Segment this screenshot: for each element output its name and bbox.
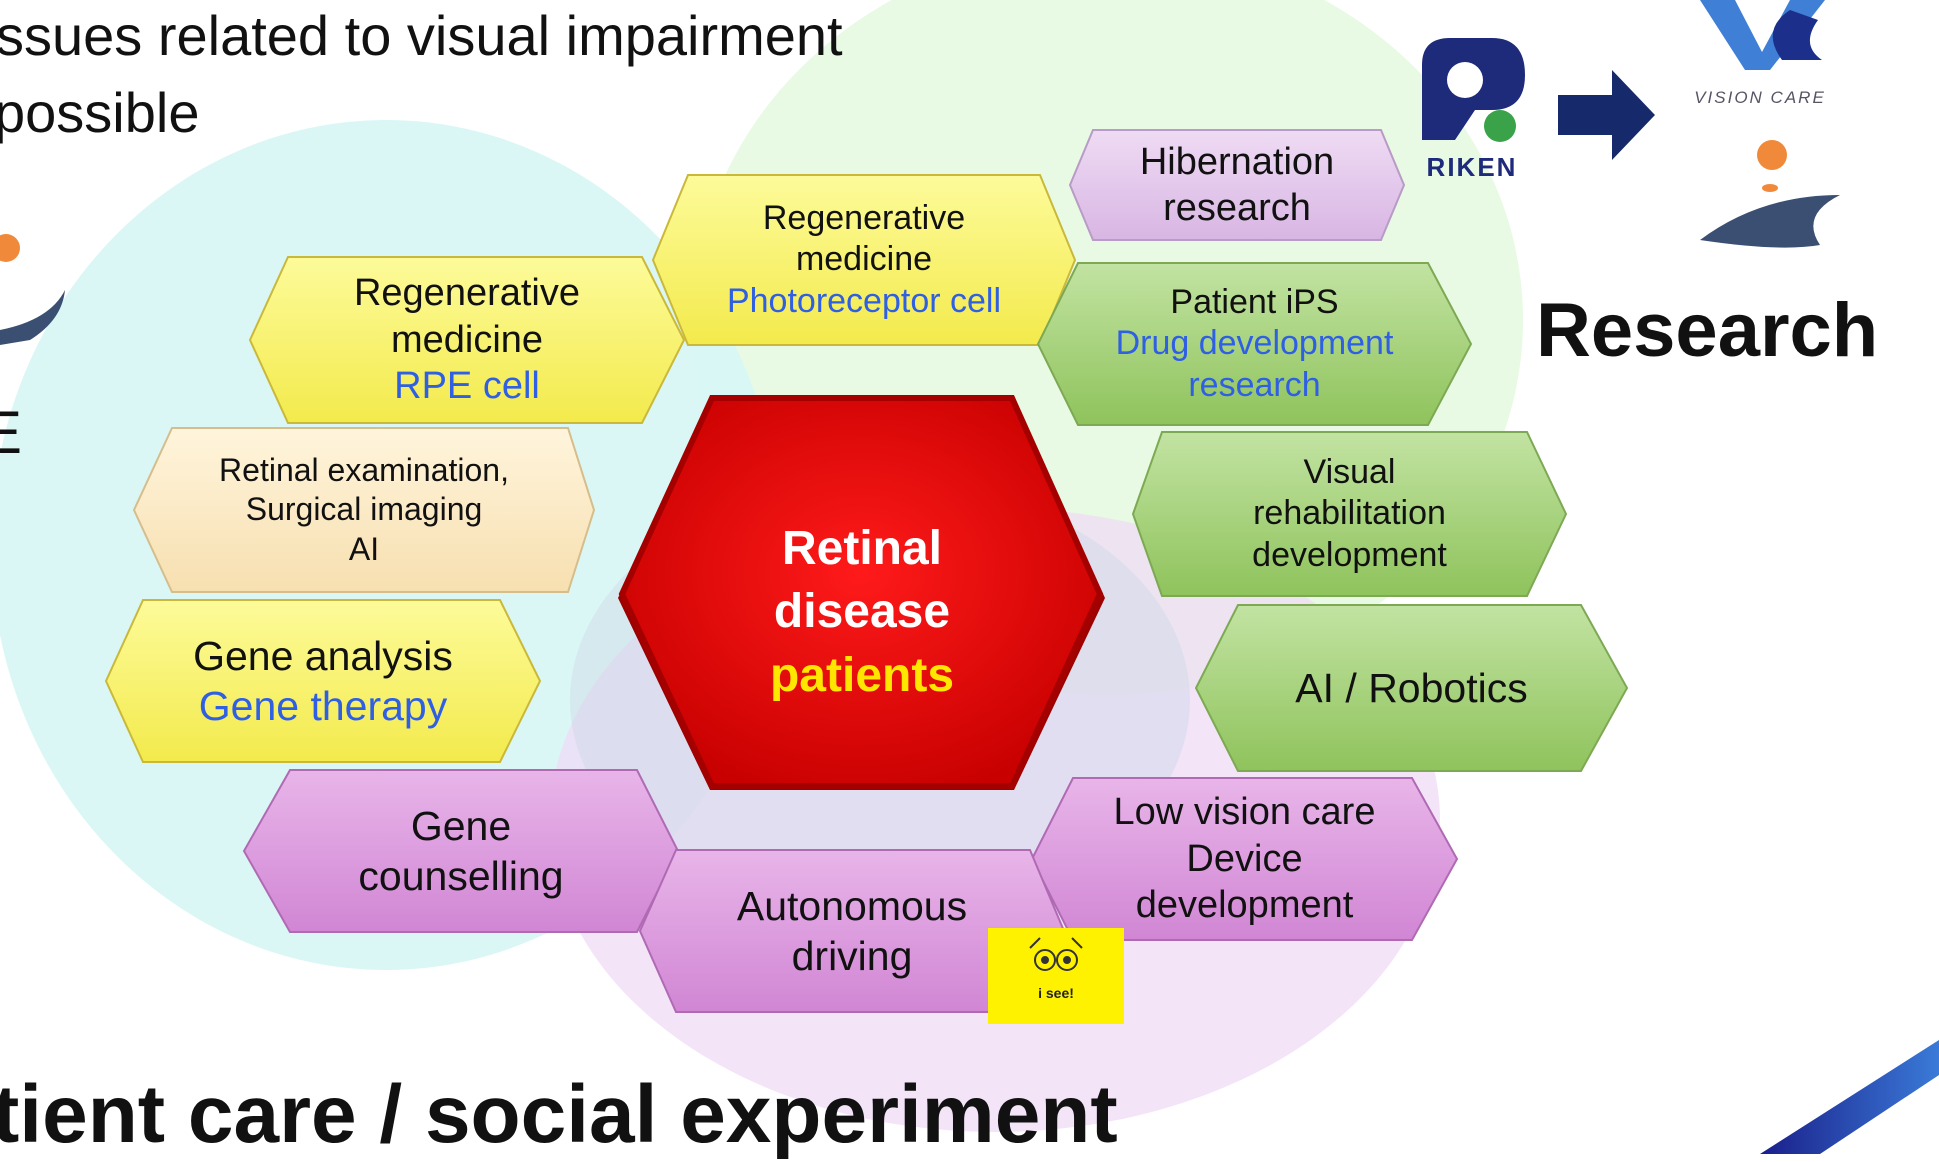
center-line1: Retinal	[781, 521, 943, 575]
riken-logo-dot-icon	[1484, 110, 1516, 142]
low-vision-line3: development	[1135, 884, 1354, 927]
hex-autonomous-text: Autonomous driving	[640, 850, 1064, 1012]
hex-ai-robotics-text: AI / Robotics	[1196, 605, 1627, 771]
hex-visual-rehab	[1131, 431, 1568, 597]
visual-rehab-line3: development	[1252, 535, 1447, 574]
left-fragment-label: E	[0, 399, 23, 466]
center-line2: disease	[773, 585, 951, 639]
riken-logo-text: RIKEN	[1426, 152, 1518, 182]
hex-gene-analysis	[104, 599, 542, 763]
retinal-exam-line1: Retinal examination,	[219, 452, 509, 489]
left-logo-swoosh-icon	[0, 290, 65, 345]
hex-patient-ips-text: Patient iPS Drug development research	[1038, 263, 1471, 425]
hex-ai-robotics	[1194, 604, 1629, 772]
hex-low-vision-text: Low vision care Device development	[1032, 778, 1457, 940]
patient-ips-line3: research	[1188, 365, 1321, 404]
hex-hibernation	[1068, 129, 1406, 241]
regen-photo-line2: medicine	[795, 240, 933, 279]
regen-rpe-line3: RPE cell	[394, 365, 540, 408]
retinal-exam-line3: AI	[348, 530, 380, 567]
visual-rehab-line1: Visual	[1303, 452, 1396, 491]
research-label: Research	[1536, 288, 1879, 373]
center-line3: patients	[769, 648, 955, 702]
regen-photo-line3: Photoreceptor cell	[726, 281, 1002, 320]
regen-rpe-line1: Regenerative	[353, 272, 581, 315]
patient-ips-line1: Patient iPS	[1170, 282, 1339, 321]
vision-care-swoosh-icon	[1700, 195, 1840, 248]
hex-gene-analysis-text: Gene analysis Gene therapy	[106, 600, 540, 762]
isee-badge	[988, 928, 1124, 1024]
vision-care-dot-icon	[1757, 140, 1787, 170]
isee-badge-text: i see!	[1038, 985, 1074, 1001]
low-vision-line1: Low vision care	[1113, 791, 1376, 834]
low-vision-line2: Device	[1186, 837, 1303, 880]
corner-slash-icon	[1760, 1040, 1939, 1154]
hex-regen-rpe-text: Regenerative medicine RPE cell	[250, 257, 684, 423]
header-line-2: possible	[0, 81, 200, 144]
patient-ips-line2: Drug development	[1115, 324, 1394, 363]
vision-care-logo-text: VISION CARE	[1694, 88, 1826, 107]
autonomous-line2: driving	[791, 933, 913, 979]
ai-robotics-line1: AI / Robotics	[1295, 664, 1528, 711]
header-line-1: ssues related to visual impairment	[0, 4, 843, 67]
retinal-exam-line2: Surgical imaging	[245, 491, 483, 528]
right-arrow-icon	[1558, 70, 1655, 160]
hex-regen-photo-text: Regenerative medicine Photoreceptor cell	[653, 175, 1075, 345]
hex-patient-ips	[1036, 262, 1473, 426]
hex-visual-rehab-text: Visual rehabilitation development	[1133, 432, 1566, 596]
hex-gene-counselling	[242, 769, 680, 933]
gene-counselling-line1: Gene	[410, 802, 512, 849]
regen-photo-line1: Regenerative	[762, 198, 966, 237]
hex-retinal-exam-text: Retinal examination, Surgical imaging AI	[134, 428, 594, 592]
visual-rehab-line2: rehabilitation	[1253, 494, 1446, 533]
hibernation-line2: research	[1163, 187, 1311, 229]
hibernation-line1: Hibernation	[1139, 140, 1335, 183]
hex-retinal-exam	[132, 427, 596, 593]
gene-counselling-line2: counselling	[358, 853, 564, 899]
center-hex-text: Retinal disease patients	[722, 497, 1002, 727]
left-logo-dot-icon	[0, 234, 20, 262]
isee-face-icon	[1029, 937, 1083, 971]
center-hex	[618, 395, 1104, 789]
hex-regen-rpe	[248, 256, 686, 424]
hex-hibernation-text: Hibernation research	[1070, 130, 1404, 240]
gene-analysis-line1: Gene analysis	[193, 632, 453, 679]
regen-rpe-line2: medicine	[390, 318, 544, 361]
patient-care-label: tient care / social experiment	[0, 1069, 1118, 1160]
hex-gene-counselling-text: Gene counselling	[244, 770, 678, 932]
gene-analysis-line2: Gene therapy	[198, 683, 448, 729]
autonomous-line1: Autonomous	[736, 882, 968, 929]
